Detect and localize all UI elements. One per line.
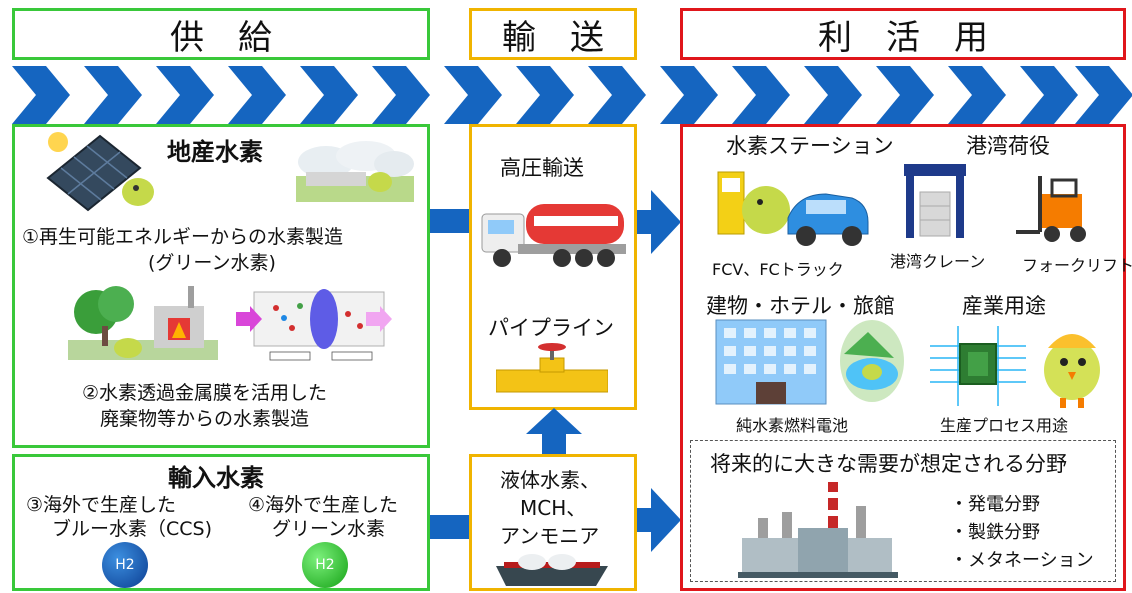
power-plant-image xyxy=(738,482,898,578)
green-h2-badge: H2 xyxy=(302,542,348,588)
header-transport-label: 輸 送 xyxy=(502,17,604,58)
waste-incinerator-image xyxy=(68,286,218,360)
chevron-arrow xyxy=(1075,66,1132,124)
chevron-arrow xyxy=(1020,66,1078,124)
hydrogen-station-image xyxy=(717,171,869,246)
hydrogen-plant-image xyxy=(296,141,414,202)
high-pressure-transport-label: 高圧輸送 xyxy=(500,156,584,180)
chevron-arrow xyxy=(372,66,430,124)
local-item2-line1: ②水素透過金属膜を活用した xyxy=(82,382,328,404)
chevron-arrow xyxy=(156,66,214,124)
header-supply: 供 給 xyxy=(12,8,430,60)
carrier-ship-image xyxy=(496,554,608,586)
local-hydrogen-title: 地産水素 xyxy=(167,138,263,166)
arrow-import-to-transport xyxy=(430,515,470,539)
mascot-image xyxy=(1044,334,1100,408)
import-item4-line1: ④海外で生産した xyxy=(248,494,399,516)
future-demand-title: 将来的に大きな需要が想定される分野 xyxy=(710,452,1067,476)
carriers-line2: MCH、 xyxy=(520,496,587,520)
solar-panel-image xyxy=(46,132,154,212)
port-crane-label: 港湾クレーン xyxy=(890,252,986,271)
hot-spring-image xyxy=(840,320,904,402)
green-h2-label: H2 xyxy=(315,557,335,573)
local-item2-line2: 廃棄物等からの水素製造 xyxy=(100,408,310,430)
hydrogen-station-title: 水素ステーション xyxy=(726,134,894,158)
chevron-arrow xyxy=(84,66,142,124)
arrow-transport-to-use-upper xyxy=(637,190,681,254)
chevron-arrow xyxy=(588,66,646,124)
future-demand-box xyxy=(690,440,1116,582)
chevron-arrow xyxy=(732,66,790,124)
tanker-truck-image xyxy=(481,204,626,267)
import-item3-line1: ③海外で生産した xyxy=(26,494,177,516)
arrow-transport-to-use-lower xyxy=(637,488,681,552)
chevron-arrow xyxy=(948,66,1006,124)
port-handling-title: 港湾荷役 xyxy=(966,134,1050,158)
chevron-arrow xyxy=(876,66,934,124)
blue-h2-badge: H2 xyxy=(102,542,148,588)
future-item-methanation: ・メタネーション xyxy=(950,550,1094,571)
forklift-image xyxy=(1016,176,1086,242)
pipeline-label: パイプライン xyxy=(488,316,614,340)
chevron-arrow xyxy=(444,66,502,124)
blue-h2-label: H2 xyxy=(115,557,135,573)
forklift-label: フォークリフト xyxy=(1022,256,1132,275)
header-supply-label: 供 給 xyxy=(170,17,272,58)
building-image xyxy=(715,319,827,405)
import-hydrogen-box xyxy=(12,454,430,591)
building-title: 建物・ホテル・旅館 xyxy=(706,294,895,318)
carriers-line1: 液体水素、 xyxy=(500,468,600,492)
chevron-arrow xyxy=(516,66,574,124)
local-item1-line1: ①再生可能エネルギーからの水素製造 xyxy=(22,226,344,248)
chevron-arrow xyxy=(12,66,70,124)
industry-caption: 生産プロセス用途 xyxy=(940,416,1069,435)
industry-title: 産業用途 xyxy=(962,294,1046,318)
header-use: 利 活 用 xyxy=(680,8,1126,60)
chevron-arrow-row xyxy=(12,66,1132,124)
chevron-arrow xyxy=(804,66,862,124)
header-use-label: 利 活 用 xyxy=(818,17,988,58)
building-caption: 純水素燃料電池 xyxy=(736,416,849,435)
future-item-power: ・発電分野 xyxy=(950,494,1040,515)
station-caption: FCV、FCトラック xyxy=(712,260,844,279)
arrow-local-to-transport xyxy=(430,209,470,233)
chip-image xyxy=(930,326,1026,406)
chevron-arrow xyxy=(300,66,358,124)
hydrogen-membrane-image xyxy=(236,289,392,361)
chevron-arrow xyxy=(228,66,286,124)
arrow-up-to-pipeline xyxy=(526,408,582,458)
pipeline-image xyxy=(496,343,608,393)
chevron-arrow xyxy=(660,66,718,124)
import-item4-line2: グリーン水素 xyxy=(272,518,386,540)
import-item3-line2: ブルー水素（CCS) xyxy=(52,518,213,540)
carriers-line3: アンモニア xyxy=(500,524,600,548)
header-transport: 輸 送 xyxy=(469,8,637,60)
local-item1-line2: (グリーン水素) xyxy=(148,252,276,274)
port-crane-image xyxy=(904,164,966,238)
future-item-steel: ・製鉄分野 xyxy=(950,522,1040,543)
import-hydrogen-title: 輸入水素 xyxy=(168,464,264,492)
